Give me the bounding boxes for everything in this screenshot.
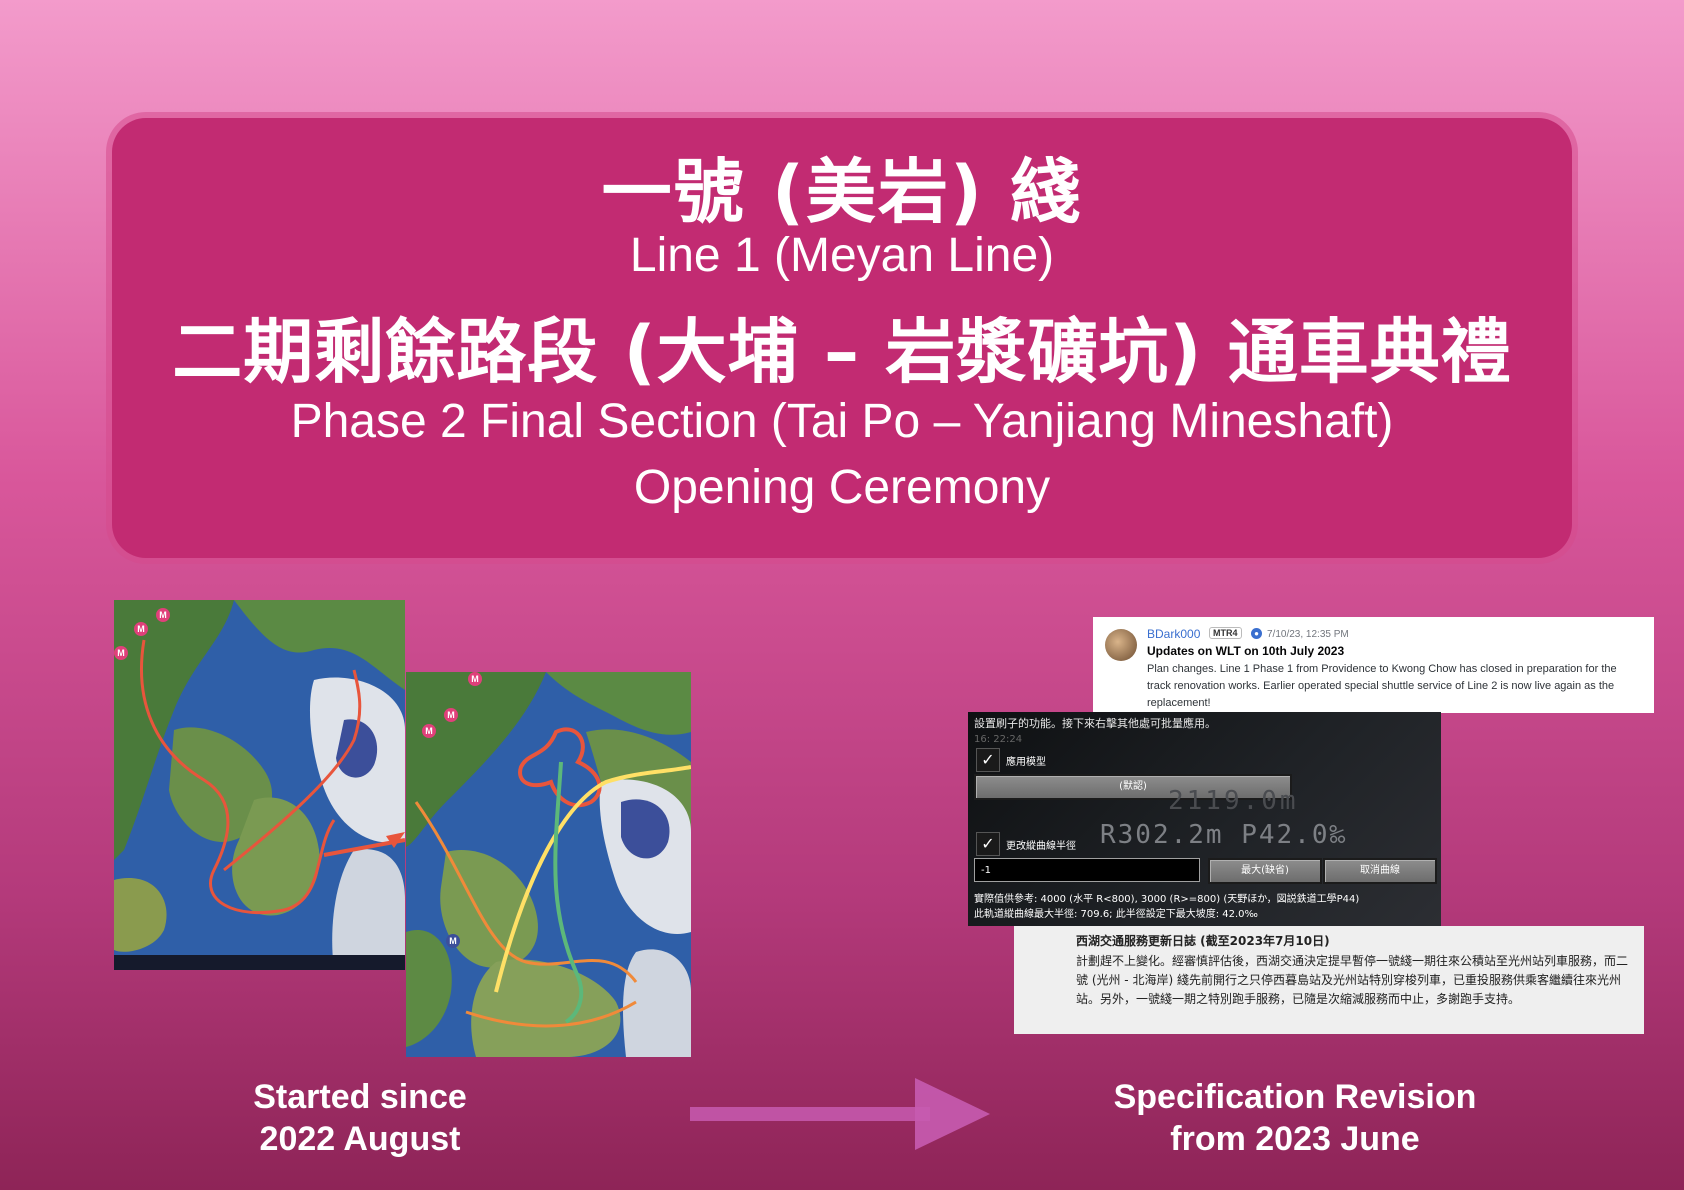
default-model-button[interactable]: (默認) (974, 774, 1292, 800)
game-settings-panel: 設置刷子的功能。接下來右擊其他處可批量應用。 16: 22:24 ✓ 應用模型 … (968, 712, 1441, 926)
event-title-english: Phase 2 Final Section (Tai Po – Yanjiang… (290, 395, 1394, 448)
curve-radius-input[interactable]: -1 (974, 858, 1200, 882)
max-default-button[interactable]: 最大(缺省) (1208, 858, 1322, 884)
map-marker-2: M (156, 608, 170, 622)
panel-instruction: 設置刷子的功能。接下來右擊其他處可批量應用。 (974, 717, 1216, 730)
post-author[interactable]: BDark000 (1147, 627, 1201, 641)
caption-start: Started since 2022 August (200, 1076, 520, 1160)
radius-gradient-readout: R302.2m P42.0‰ (1100, 820, 1348, 850)
faded-timestamp: 16: 22:24 (974, 734, 1023, 745)
map-2022: M M M (114, 600, 405, 970)
event-title-chinese: 二期剩餘路段 (大埔 – 岩漿礦坑) 通車典禮 (172, 311, 1512, 393)
max-radius-note: 此軌道縱曲線最大半徑: 709.6; 此半徑設定下最大坡度: 42.0‰ (974, 909, 1258, 920)
map-2023-image (406, 672, 691, 1057)
apply-model-checkbox[interactable]: ✓ (976, 748, 1000, 772)
change-curve-radius-checkbox[interactable]: ✓ (976, 832, 1000, 856)
map-2023: M M M M (406, 672, 691, 1057)
caption-start-line-2: 2022 August (259, 1120, 461, 1158)
map-marker-6: M (422, 724, 436, 738)
map-marker-7: M (446, 934, 460, 948)
line-name-english: Line 1 (Meyan Line) (629, 229, 1055, 282)
reference-note: 實際值供參考: 4000 (水平 R<800), 3000 (R>=800) (… (974, 894, 1360, 905)
member-icon: ● (1251, 628, 1262, 639)
right-arrow-icon (690, 1078, 990, 1150)
notice-body: 計劃趕不上變化。經審慎評估後，西湖交通決定提早暫停一號綫一期往來公積站至光州站列… (1076, 954, 1629, 1006)
caption-start-line-1: Started since (253, 1078, 467, 1116)
caption-revision: Specification Revision from 2023 June (1085, 1076, 1505, 1160)
line-name-chinese: 一號 (美岩) 綫 (601, 151, 1083, 233)
map-marker-1: M (134, 622, 148, 636)
post-timestamp: 7/10/23, 12:35 PM (1267, 629, 1349, 640)
distance-readout: 2119.0m (1168, 786, 1299, 816)
post-body: Plan changes. Line 1 Phase 1 from Provid… (1147, 663, 1617, 709)
caption-revision-line-2: from 2023 June (1170, 1120, 1420, 1158)
map-marker-3: M (114, 646, 128, 660)
map-marker-5: M (444, 708, 458, 722)
event-subtitle-english: Opening Ceremony (633, 461, 1051, 514)
apply-model-label: 應用模型 (1006, 757, 1046, 768)
role-badge: MTR4 (1209, 627, 1242, 639)
notice-heading: 西湖交通服務更新日誌 (截至2023年7月10日) (1076, 934, 1330, 948)
cancel-curve-button[interactable]: 取消曲線 (1323, 858, 1437, 884)
map-2022-image (114, 600, 405, 970)
map-marker-4: M (468, 672, 482, 686)
title-card: 一號 (美岩) 綫 Line 1 (Meyan Line) 二期剩餘路段 (大埔… (112, 118, 1572, 558)
discord-post-card: BDark000 MTR4 ● 7/10/23, 12:35 PM Update… (1093, 617, 1654, 713)
change-curve-radius-label: 更改縱曲線半徑 (1006, 841, 1076, 852)
caption-revision-line-1: Specification Revision (1113, 1078, 1477, 1116)
service-update-notice: 西湖交通服務更新日誌 (截至2023年7月10日) 計劃趕不上變化。經審慎評估後… (1014, 926, 1644, 1034)
post-heading: Updates on WLT on 10th July 2023 (1147, 644, 1345, 658)
avatar (1105, 629, 1137, 661)
